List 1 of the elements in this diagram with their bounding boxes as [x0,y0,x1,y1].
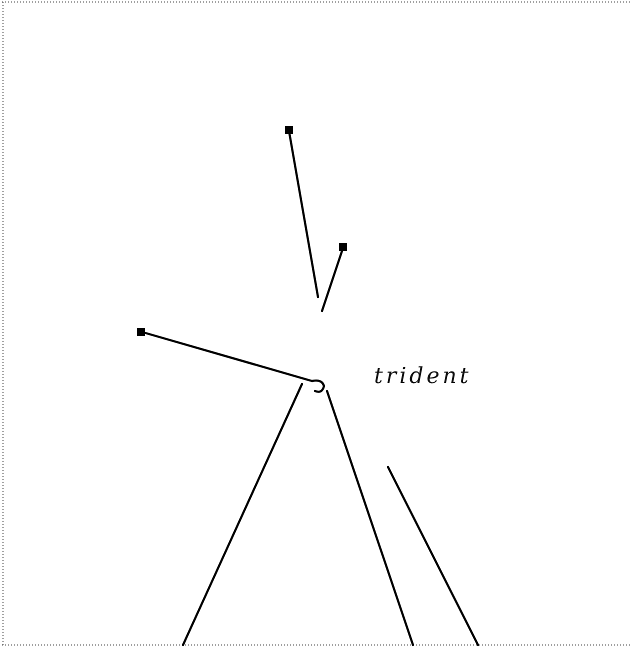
handwritten-label: trident [374,366,472,388]
